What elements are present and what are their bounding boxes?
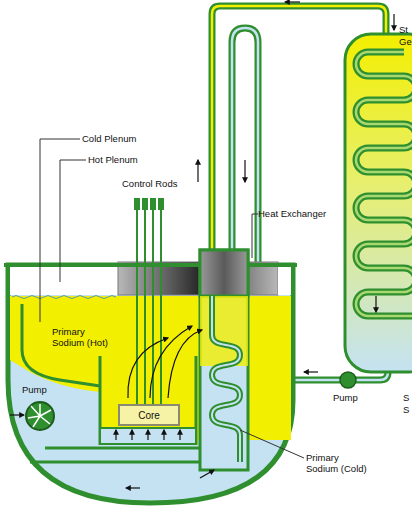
part-label: Control Rods bbox=[122, 178, 192, 189]
part-label: Pump bbox=[22, 384, 56, 395]
flow-arrow bbox=[168, 330, 202, 398]
control-rods bbox=[150, 198, 156, 210]
reactor-vessel bbox=[10, 267, 118, 295]
part-label: Ge bbox=[399, 36, 412, 47]
inner-structure bbox=[45, 447, 200, 450]
part-label: Primary Sodium (Hot) bbox=[52, 326, 116, 348]
steam-generator bbox=[345, 34, 412, 372]
control-rods bbox=[160, 210, 162, 404]
leader-line bbox=[252, 214, 258, 258]
reactor-vessel bbox=[278, 266, 291, 295]
part-label: Heat Exchanger bbox=[258, 208, 338, 219]
leader-line bbox=[40, 139, 304, 458]
flow-arrow bbox=[10, 414, 24, 415]
pump-symbol bbox=[26, 402, 54, 430]
part-label: Pump bbox=[333, 392, 367, 403]
flow-arrow bbox=[375, 296, 376, 312]
heat-exchanger bbox=[200, 250, 248, 470]
part-label: S bbox=[403, 392, 412, 403]
inner-structure bbox=[22, 304, 212, 462]
part-label: Primary Sodium (Cold) bbox=[306, 452, 372, 474]
part-label: Hot Plenum bbox=[88, 154, 168, 165]
flow-arrow bbox=[10, 2, 394, 488]
flow-arrow bbox=[147, 430, 148, 440]
flow-arrow bbox=[197, 160, 198, 182]
flow-arrow bbox=[128, 338, 168, 398]
reactor-vessel bbox=[8, 265, 293, 503]
flow-arrow bbox=[115, 430, 116, 440]
part-label: St bbox=[399, 24, 412, 35]
flow-arrow bbox=[285, 1, 300, 2]
control-rods bbox=[142, 198, 148, 210]
reactor-vessel bbox=[4, 262, 297, 503]
pump-symbol bbox=[340, 372, 356, 388]
part-label: S bbox=[403, 404, 412, 415]
flow-arrow bbox=[163, 430, 164, 440]
core-box: Core bbox=[118, 404, 180, 426]
flow-arrow bbox=[150, 326, 192, 398]
inner-structure bbox=[30, 461, 212, 464]
control-rods bbox=[136, 210, 138, 404]
pump-symbol bbox=[28, 404, 51, 427]
control-rods bbox=[158, 198, 164, 210]
flow-arrow bbox=[200, 470, 214, 478]
reactor-vessel bbox=[12, 296, 116, 299]
steam-generator bbox=[356, 52, 412, 316]
heat-exchanger bbox=[212, 296, 240, 462]
node-text: Core bbox=[138, 410, 160, 421]
control-rods bbox=[134, 198, 164, 404]
flow-arrow bbox=[131, 430, 132, 440]
steam-generator bbox=[356, 52, 412, 316]
part-label: Cold Plenum bbox=[82, 133, 162, 144]
flow-arrow bbox=[244, 160, 245, 182]
leader-line bbox=[60, 160, 86, 282]
control-rods bbox=[134, 198, 140, 210]
leader-line bbox=[240, 430, 304, 458]
heat-exchanger bbox=[212, 296, 240, 462]
heat-exchanger bbox=[200, 250, 248, 296]
flow-arrow bbox=[179, 430, 180, 440]
flow-arrow bbox=[393, 14, 394, 30]
pump-symbol bbox=[26, 402, 54, 430]
heat-exchanger bbox=[200, 250, 248, 470]
pump-symbol bbox=[340, 372, 356, 388]
flow-arrow bbox=[304, 371, 318, 372]
inner-structure bbox=[100, 428, 196, 444]
steam-generator bbox=[345, 34, 412, 372]
flow-arrow bbox=[126, 487, 140, 488]
control-rods bbox=[144, 210, 146, 404]
reactor-vessel bbox=[4, 263, 297, 267]
